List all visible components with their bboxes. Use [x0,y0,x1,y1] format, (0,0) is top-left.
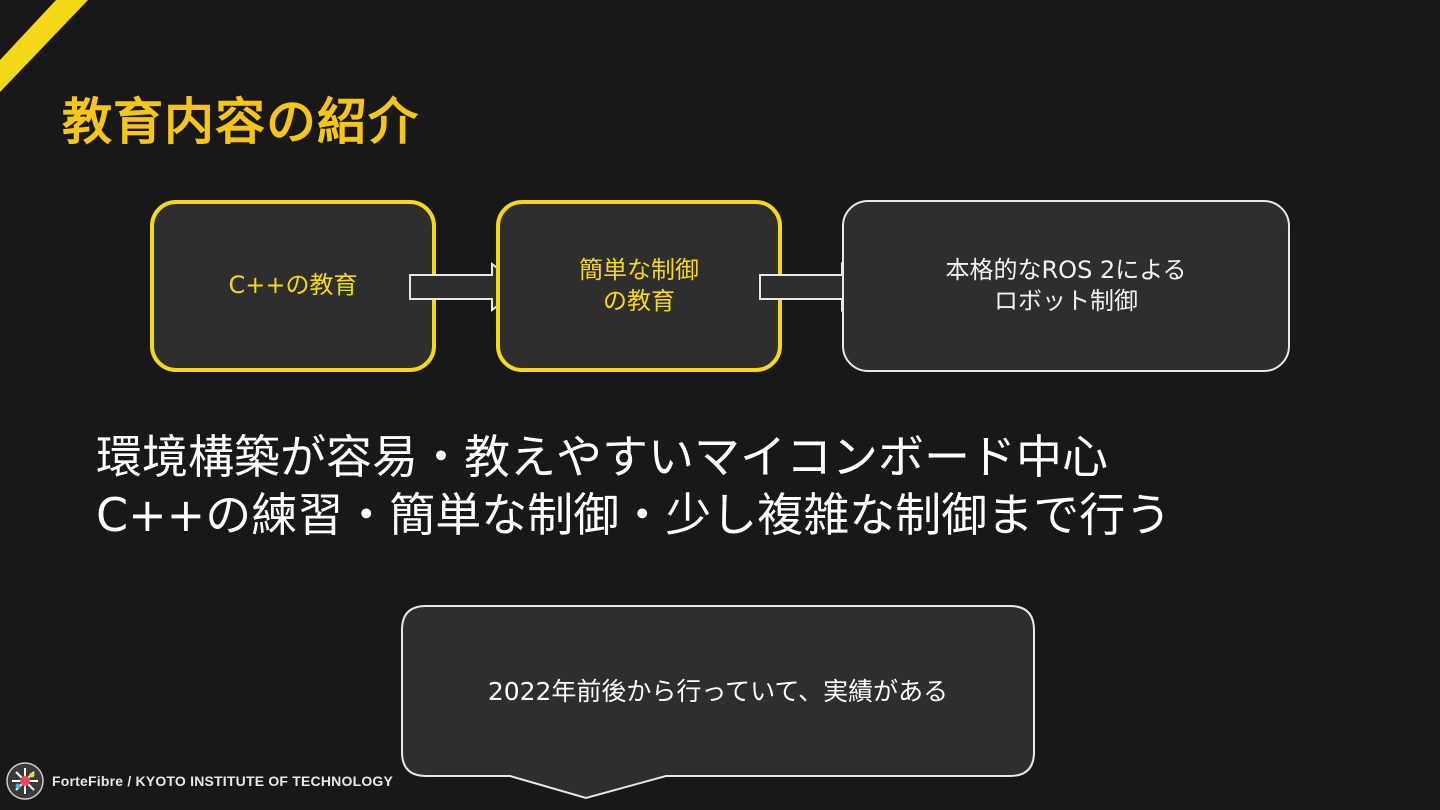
page-title: 教育内容の紹介 [62,93,419,151]
flow-step-simple-control: 簡単な制御 の教育 [496,200,782,372]
corner-stripe [0,0,88,92]
body-line: 環境構築が容易・教えやすいマイコンボード中心 [96,430,1108,484]
flow-step-ros2: 本格的なROS 2による ロボット制御 [842,200,1290,372]
flow-step-label: C++の教育 [228,271,358,300]
flow-step-cpp: C++の教育 [150,200,436,372]
footer-text: ForteFibre / KYOTO INSTITUTE OF TECHNOLO… [52,773,394,789]
callout-text: 2022年前後から行っていて、実績がある [487,677,949,706]
callout-bubble [401,605,1035,800]
fortefibre-logo-icon [6,762,44,800]
footer: ForteFibre / KYOTO INSTITUTE OF TECHNOLO… [6,762,393,800]
body-line: C++の練習・簡単な制御・少し複雑な制御まで行う [96,488,1172,542]
flow-step-label: 簡単な制御 の教育 [579,255,699,315]
flow-step-label: 本格的なROS 2による ロボット制御 [945,255,1187,315]
body-text: 環境構築が容易・教えやすいマイコンボード中心 C++の練習・簡単な制御・少し複雑… [96,428,1171,544]
